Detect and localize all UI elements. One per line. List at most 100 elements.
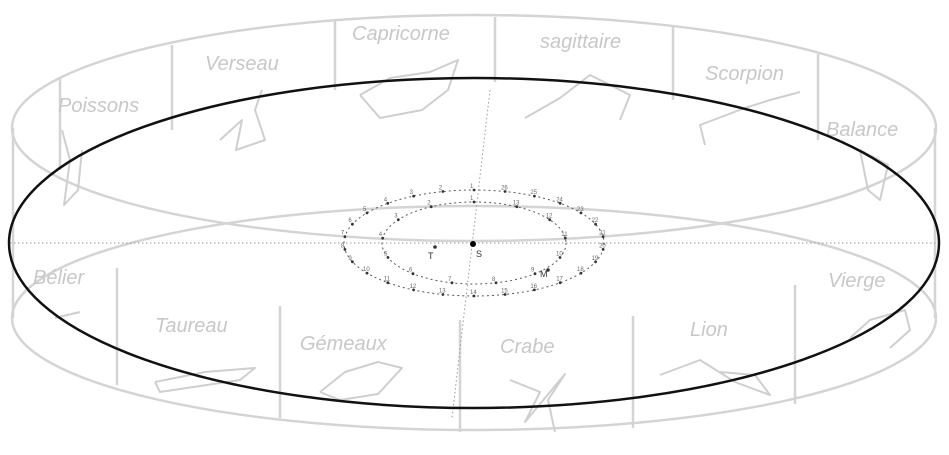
- mars-orbit-point: [533, 288, 536, 292]
- ecliptic-ellipse: [7, 76, 941, 410]
- mars-orbit-point: [343, 235, 347, 239]
- earth-orbit-label: 2: [427, 201, 431, 207]
- mars-orbit-point: [343, 248, 347, 251]
- mars-orbit-point: [594, 260, 597, 264]
- mars-orbit-label: 22: [592, 218, 599, 224]
- mars-orbit-point: [386, 201, 390, 205]
- mars-orbit-label: 18: [577, 267, 584, 273]
- earth-orbit-label: 5: [384, 252, 388, 258]
- mars-orbit-label: 8: [341, 243, 345, 249]
- mars-orbit-label: 16: [530, 284, 537, 290]
- mars-orbit-label: 4: [384, 197, 388, 203]
- earth-orbit-label: 10: [556, 252, 563, 258]
- constellation-scorpius: [699, 91, 801, 146]
- mars-orbit-point: [601, 235, 605, 239]
- constellation-pisces: [61, 129, 83, 206]
- mars-orbit-point: [472, 294, 476, 298]
- mars-orbit-label: 13: [439, 289, 446, 295]
- mars-orbit-point: [365, 211, 369, 215]
- mars-orbit-point: [533, 194, 536, 198]
- mars-orbit-point: [558, 201, 562, 205]
- sign-label-capricorn: Capricorne: [352, 23, 450, 45]
- mars-orbit-point: [558, 281, 562, 285]
- sign-label-virgo: Vierge: [828, 270, 885, 292]
- mars-orbit-label: 9: [348, 256, 352, 262]
- earth-orbit-point: [548, 218, 552, 222]
- mars-orbit-label: 5: [363, 207, 367, 213]
- earth-orbit-label: 7: [448, 277, 452, 283]
- earth-orbit-point: [396, 218, 400, 222]
- mars-orbit-label: 19: [592, 256, 599, 262]
- earth-label: T: [428, 251, 434, 261]
- mars-orbit-point: [351, 260, 354, 264]
- constellation-gemini: [319, 361, 403, 401]
- mars-orbit-label: 25: [530, 190, 537, 196]
- earth-orbit-label: 11: [561, 232, 568, 238]
- earth-orbit-label: 4: [379, 232, 383, 238]
- sign-label-aries: Bélier: [33, 267, 85, 289]
- sun-marker: [470, 241, 476, 247]
- mars-orbit-point: [579, 211, 583, 215]
- zodiac-band: [10, 13, 938, 432]
- mars-orbit-point: [365, 271, 369, 275]
- sign-label-gemini: Gémeaux: [300, 333, 388, 355]
- mars-orbit-label: 21: [599, 231, 606, 237]
- mars-orbit-label: 17: [556, 277, 563, 283]
- mars-orbit-label: 7: [341, 231, 345, 237]
- mars-orbit-label: 20: [599, 243, 606, 249]
- earth-orbit-label: 3: [394, 214, 398, 220]
- mars-orbit-label: 14: [470, 290, 477, 296]
- mars-orbit-label: 1: [470, 184, 474, 190]
- sign-label-leo: Lion: [690, 319, 728, 341]
- mars-orbit-point: [579, 271, 583, 275]
- mars-orbit-point: [594, 222, 597, 226]
- mars-orbit-label: 11: [384, 277, 391, 283]
- front-sign-labels: Bélier Taureau Gémeaux Crabe Lion Vierge: [33, 267, 885, 358]
- mars-orbit-point: [503, 190, 507, 193]
- earth-orbit-point: [533, 272, 537, 276]
- constellation-libra: [859, 149, 889, 201]
- earth-orbit-point: [563, 236, 567, 240]
- earth-orbit-point: [515, 205, 519, 209]
- earth-orbit: [381, 201, 567, 285]
- mars-orbit-point: [601, 248, 605, 251]
- earth-orbit-label: 8: [492, 277, 496, 283]
- earth-orbit-point: [381, 236, 385, 240]
- sign-label-pisces: Poissons: [58, 95, 139, 117]
- earth-orbit-label: 9: [531, 268, 535, 274]
- mars-orbit-label: 2: [439, 186, 443, 192]
- mars-orbit-label: 12: [410, 284, 417, 290]
- earth-orbit-label: 6: [409, 268, 413, 274]
- constellation-aquarius: [219, 89, 266, 151]
- earth-orbit-point: [411, 272, 415, 276]
- mars-orbit-label: 24: [556, 197, 563, 203]
- earth-orbit-point: [494, 281, 498, 285]
- constellation-leo: [659, 359, 771, 396]
- back-sign-labels: Poissons Verseau Capricorne sagittaire S…: [58, 23, 898, 141]
- band-lower-edge: [10, 204, 938, 432]
- vertical-axis: [451, 89, 491, 419]
- mars-orbit-label: 10: [363, 267, 370, 273]
- constellation-cancer: [509, 373, 566, 433]
- mars-orbit-label: 3: [410, 190, 414, 196]
- mars-orbit-point: [441, 293, 445, 296]
- mars-orbit-label: 6: [348, 218, 352, 224]
- earth-orbit-label: 12: [546, 214, 553, 220]
- mars-orbit-point: [412, 288, 415, 292]
- mars-label: M: [540, 269, 548, 279]
- earth-orbit-label: 13: [513, 201, 520, 207]
- mars-orbit-label: 15: [501, 289, 508, 295]
- earth-orbit-point: [472, 200, 476, 204]
- mars-orbit-point: [503, 293, 507, 296]
- mars-orbit-point: [441, 190, 445, 193]
- mars-marker: [546, 268, 550, 272]
- mars-orbit-point: [472, 188, 476, 192]
- mars-orbit-label: 26: [501, 186, 508, 192]
- sign-label-sagittarius: sagittaire: [540, 31, 621, 53]
- mars-orbit-label: 23: [577, 207, 584, 213]
- earth-orbit-point: [386, 256, 390, 259]
